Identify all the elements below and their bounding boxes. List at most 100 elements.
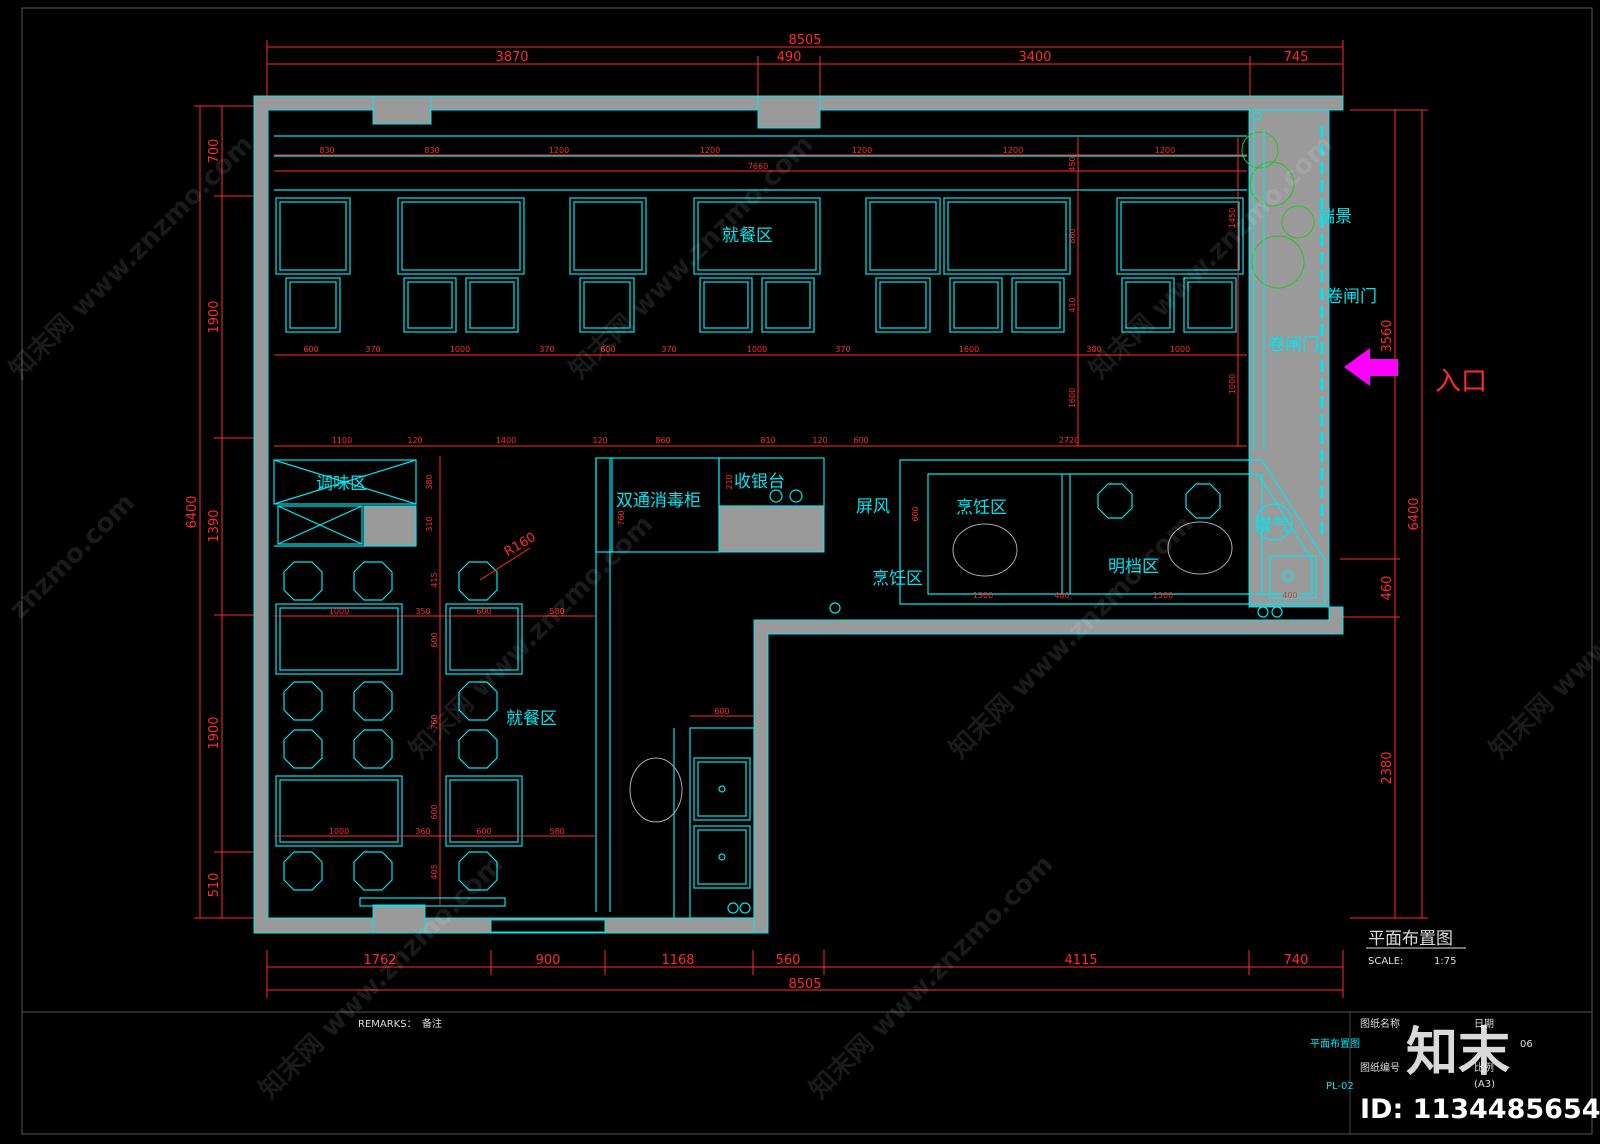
dim-table-width-3: 600 <box>476 607 491 616</box>
ratio-label: 比例 <box>1474 1061 1494 1074</box>
dim-kitchen-1: 600 <box>911 506 920 521</box>
dim-table-width-4: 580 <box>549 607 564 616</box>
dim-right-total: 6400 <box>1407 497 1422 530</box>
dim-top-row-3: 1200 <box>549 146 569 155</box>
watermark-text: 知末网 www.znzmo.com <box>1484 509 1600 764</box>
plant-3 <box>1281 205 1315 239</box>
entrance-strip: 端景 卷闸门 卷闸门 入口 <box>1241 111 1487 538</box>
dim-left-area-6: 600 <box>430 804 439 819</box>
zone-cooking-1: 烹饪区 <box>956 497 1007 518</box>
stove-icon <box>1097 483 1133 519</box>
dim-kitchen-7: 760 <box>617 510 626 525</box>
dim-bottom-seg-3: 1168 <box>661 953 694 968</box>
dim-left-seg-1: 700 <box>207 139 222 164</box>
dim-table-row-11: 1000 <box>1170 345 1190 354</box>
dim-top-row-4: 1200 <box>700 146 720 155</box>
dim-vert-5: 1000 <box>1228 374 1237 394</box>
kitchen-counter <box>899 459 1326 605</box>
radius-note: R160 <box>502 530 539 560</box>
dim-table-width-6: 360 <box>415 827 430 836</box>
gas-tank-icon <box>1255 503 1293 541</box>
plant-4 <box>1251 235 1305 289</box>
dim-left-area-4: 600 <box>430 632 439 647</box>
drawing-no-value: PL-02 <box>1326 1081 1354 1092</box>
dim-vert-6: 1450 <box>1228 208 1237 228</box>
dim-bottom-seg-1: 1762 <box>363 953 396 968</box>
dim-top-seg-2: 490 <box>777 50 802 65</box>
dim-left-seg-3: 1390 <box>207 509 222 542</box>
dim-left-area-7: 405 <box>430 864 439 879</box>
worker-figure-icon <box>629 757 683 823</box>
dim-sink-width: 600 <box>714 707 729 716</box>
zone-cashier: 收银台 <box>734 472 785 492</box>
dim-aisle-4: 120 <box>592 436 607 445</box>
zone-dining-top: 就餐区 <box>722 226 773 246</box>
drawing-name-label: 图纸名称 <box>1360 1017 1400 1030</box>
dim-bottom-seg-4: 560 <box>776 953 801 968</box>
dim-top-seg-3: 3400 <box>1018 50 1051 65</box>
zone-seasoning: 调味区 <box>316 474 367 494</box>
date-label: 日期 <box>1474 1018 1494 1030</box>
dim-top-seg-1: 3870 <box>495 50 528 65</box>
scale-value: 1:75 <box>1434 956 1456 967</box>
dim-left-seg-4: 1900 <box>207 716 222 749</box>
dim-aisle-6: 810 <box>760 436 775 445</box>
watermark-text: 知末网 www.znzmo.com <box>944 509 1199 764</box>
zone-disinfection: 双通消毒柜 <box>616 491 701 511</box>
zone-cooking-2: 烹饪区 <box>872 568 923 589</box>
zone-landscape: 端景 <box>1318 207 1352 227</box>
dim-top-total: 8505 <box>788 33 821 48</box>
dim-table-row-10: 380 <box>1086 345 1101 354</box>
dim-table-width-1: 1000 <box>329 607 349 616</box>
zone-shutter-1: 卷闸门 <box>1326 287 1377 307</box>
dim-table-row-7: 1000 <box>747 345 767 354</box>
title-block: 平面布置图 SCALE: 1:75 REMARKS： 备注 图纸名称 平面布置图… <box>358 929 1600 1125</box>
dim-right-seg-1: 3560 <box>1380 319 1395 352</box>
drawing-no-label: 图纸编号 <box>1360 1061 1400 1074</box>
sink-area: 600 <box>629 707 755 919</box>
dim-kitchen-5: 400 <box>1282 591 1297 600</box>
zone-open-kitchen: 明档区 <box>1108 557 1159 577</box>
image-id: ID: 1134485654 <box>1360 1094 1600 1125</box>
top-column-2 <box>757 95 821 129</box>
plant-2 <box>1249 161 1295 207</box>
dim-top-row-1: 830 <box>319 146 334 155</box>
drawing-title: 平面布置图 <box>1368 929 1453 949</box>
bottom-column <box>372 904 426 934</box>
cashier-block <box>718 505 825 553</box>
dim-table-row-1: 600 <box>303 345 318 354</box>
bottom-dimensions: 1762 900 1168 560 4115 740 8505 <box>266 950 1344 998</box>
seasoning-column <box>363 505 417 547</box>
zone-dining-left: 就餐区 <box>506 709 557 729</box>
dim-left-seg-5: 510 <box>207 873 222 898</box>
remarks-label: REMARKS： <box>358 1019 417 1030</box>
dim-kitchen-6: 210 <box>725 474 734 489</box>
dim-top-row-6: 1200 <box>1003 146 1023 155</box>
dim-table-row-8: 370 <box>835 345 850 354</box>
dim-vert-4: 1600 <box>1068 388 1077 408</box>
dim-table-row-4: 370 <box>539 345 554 354</box>
plant-1 <box>1241 131 1279 169</box>
dim-aisle-3: 1400 <box>496 436 516 445</box>
dim-vert-1: 450 <box>1068 156 1077 171</box>
drawing-frame <box>21 7 1593 1135</box>
left-dining-area: R160 1000 350 600 580 1000 360 600 580 4… <box>274 456 611 912</box>
zone-gas: 煤气 <box>1255 516 1289 536</box>
watermark-text: 知末网 www.znzmo.com <box>4 129 259 384</box>
dim-vert-3: 410 <box>1068 297 1077 312</box>
top-column-1 <box>372 95 432 125</box>
brand-logo: 知末 <box>1406 1023 1510 1083</box>
dim-table-width-5: 1000 <box>329 827 349 836</box>
dim-top-row-7: 1200 <box>1155 146 1175 155</box>
date-value: 06 <box>1520 1039 1533 1050</box>
dim-aisle-1: 1100 <box>332 436 352 445</box>
paper-size: (A3) <box>1474 1079 1495 1090</box>
entrance-arrow-icon <box>1344 348 1398 386</box>
zone-screen: 屏风 <box>856 497 890 517</box>
dim-kitchen-3: 400 <box>1054 591 1069 600</box>
dim-right-seg-2: 460 <box>1380 576 1395 601</box>
chef-figure-icon <box>952 523 1018 577</box>
dim-left-area-5: 760 <box>430 714 439 729</box>
bottom-doorway <box>490 919 606 933</box>
